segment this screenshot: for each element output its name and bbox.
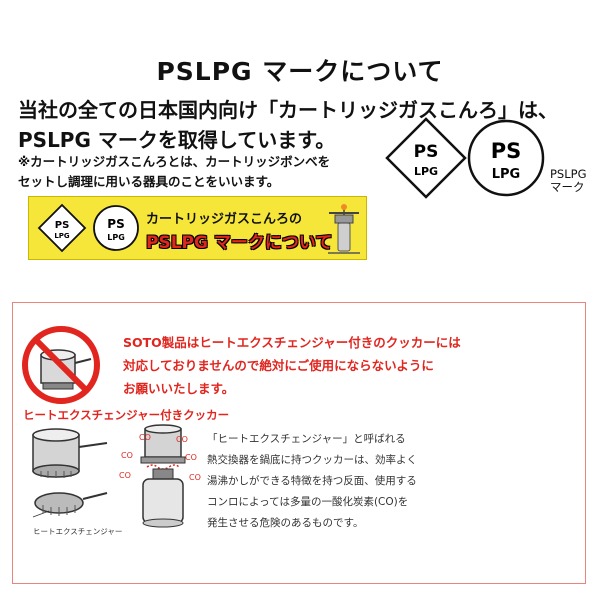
- diamond-mark-lpg: LPG: [414, 165, 438, 178]
- heat-exchanger-label: ヒートエクスチェンジャー: [33, 527, 123, 536]
- banner-diamond-ps: PS: [55, 220, 70, 231]
- banner-line-2: PSLPG マークについて: [146, 233, 333, 253]
- warning-box: SOTO製品はヒートエクスチェンジャー付きのクッカーには 対応しておりませんので…: [12, 302, 586, 584]
- diamond-mark-ps: PS: [414, 142, 439, 162]
- note-line-1: ※カートリッジガスこんろとは、カートリッジボンベを: [18, 154, 331, 169]
- note-line-2: セットし調理に用いる器具のことをいいます。: [18, 174, 280, 189]
- co-label: CO: [119, 471, 131, 480]
- co-label: CO: [185, 453, 197, 462]
- lead-text-line-1: 当社の全ての日本国内向け「カートリッジガスこんろ」は、: [18, 98, 558, 122]
- mark-caption: PSLPG マーク: [550, 168, 587, 194]
- warning-line-3: お願いいたします。: [123, 381, 235, 396]
- prohibited-cooker-icon: [22, 326, 100, 404]
- description-line-3: 湯沸かしができる特徴を持つ反面、使用する: [207, 475, 417, 487]
- description-line-4: コンロによっては多量の一酸化炭素(CO)を: [207, 496, 409, 508]
- pslpg-diamond-mark: PS LPG: [385, 117, 467, 199]
- pslpg-banner[interactable]: PS LPG PS LPG カートリッジガスこんろの PSLPG マークについて: [28, 196, 367, 260]
- cooker-title: ヒートエクスチェンジャー付きクッカー: [23, 408, 230, 422]
- banner-circle-lpg: LPG: [107, 233, 125, 242]
- heat-exchanger-cooker-illustration: [32, 428, 108, 518]
- co-label: CO: [139, 433, 151, 442]
- mark-caption-line-1: PSLPG: [550, 167, 587, 181]
- co-label: CO: [121, 451, 133, 460]
- banner-diamond-mark: PS LPG: [37, 203, 87, 253]
- warning-line-1: SOTO製品はヒートエクスチェンジャー付きのクッカーには: [123, 335, 461, 350]
- circle-mark-ps: PS: [491, 139, 522, 163]
- circle-mark-lpg: LPG: [492, 167, 520, 182]
- pslpg-circle-mark: PS LPG: [467, 119, 545, 197]
- stove-with-pot-illustration: [140, 424, 186, 528]
- banner-circle-ps: PS: [107, 217, 124, 231]
- lead-text-line-2: PSLPG マークを取得しています。: [18, 128, 336, 152]
- co-label: CO: [176, 435, 188, 444]
- banner-diamond-lpg: LPG: [54, 232, 70, 240]
- warning-line-2: 対応しておりませんので絶対にご使用にならないように: [123, 358, 434, 373]
- banner-line-1: カートリッジガスこんろの: [146, 212, 303, 227]
- description-line-1: 「ヒートエクスチェンジャー」と呼ばれる: [207, 433, 406, 445]
- description-line-2: 熱交換器を鍋底に持つクッカーは、効率よく: [207, 454, 417, 466]
- co-label: CO: [189, 473, 201, 482]
- stove-illustration-icon: [328, 204, 360, 254]
- banner-circle-mark: PS LPG: [93, 205, 139, 251]
- page-title: PSLPG マークについて: [156, 57, 444, 86]
- mark-caption-line-2: マーク: [550, 180, 585, 194]
- description-line-5: 発生させる危険のあるものです。: [207, 517, 364, 529]
